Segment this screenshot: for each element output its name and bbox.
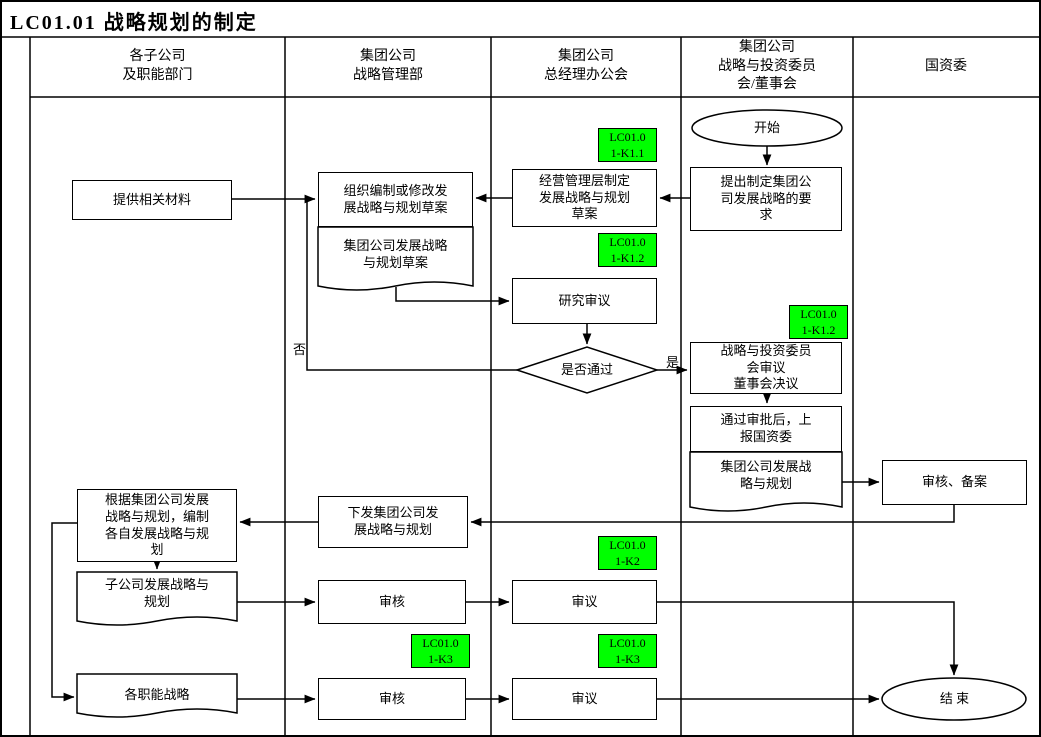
- control-label-k1-1: LC01.0 1-K1.1: [598, 128, 657, 162]
- node-deliberate-subsidiary: 审议: [512, 580, 657, 624]
- node-study-review: 研究审议: [512, 278, 657, 324]
- node-deliberate-functional: 审议: [512, 678, 657, 720]
- control-label-k2: LC01.0 1-K2: [598, 536, 657, 570]
- lane-header-strategy-dept: 集团公司 战略管理部: [353, 49, 423, 83]
- node-committee-review: 战略与投资委员 会审议 董事会决议: [690, 342, 842, 394]
- node-mgmt-draft: 经营管理层制定 发展战略与规划 草案: [512, 169, 657, 227]
- edge-label-no: 否: [293, 342, 307, 357]
- edge-label-yes: 是: [666, 355, 680, 370]
- node-propose-requirement: 提出制定集团公 司发展战略的要 求: [690, 167, 842, 231]
- start-oval: [691, 109, 843, 147]
- draft-document-shape: [317, 226, 474, 291]
- node-draft-document: 集团公司发展战略 与规划草案: [343, 237, 448, 270]
- connectors: [51, 146, 959, 704]
- subsidiary-document-shape: [76, 571, 238, 626]
- page-title: LC01.01 战略规划的制定: [10, 12, 258, 34]
- node-issue-strategy: 下发集团公司发 展战略与规划: [318, 496, 468, 548]
- control-label-k1-2-board: LC01.0 1-K1.2: [789, 305, 848, 339]
- node-formulate-own-strategy: 根据集团公司发展 战略与规划，编制 各自发展战略与规 划: [77, 489, 237, 562]
- node-start: 开始: [753, 119, 780, 135]
- node-organize-draft: 组织编制或修改发 展战略与规划草案: [318, 172, 473, 227]
- lane-header-committee-board: 集团公司 战略与投资委员 会/董事会: [718, 39, 816, 93]
- node-audit-filing: 审核、备案: [882, 460, 1027, 505]
- node-review-functional: 审核: [318, 678, 466, 720]
- strategy-document-shape: [689, 451, 843, 512]
- node-strategy-document: 集团公司发展战 略与规划: [720, 459, 812, 491]
- node-decision-passed: 是否通过: [560, 361, 613, 377]
- end-oval: [881, 677, 1027, 721]
- node-provide-materials: 提供相关材料: [72, 180, 232, 220]
- node-review-subsidiary: 审核: [318, 580, 466, 624]
- node-functional-document: 各职能战略: [124, 686, 190, 702]
- decision-diamond: [514, 346, 660, 394]
- node-subsidiary-document: 子公司发展战略与 规划: [104, 577, 209, 609]
- control-label-k3-review: LC01.0 1-K3: [411, 634, 470, 668]
- swimlane-grid: [2, 36, 1039, 735]
- control-label-k1-2: LC01.0 1-K1.2: [598, 233, 657, 267]
- control-label-k3-deliberate: LC01.0 1-K3: [598, 634, 657, 668]
- lane-header-gm-office: 集团公司 总经理办公会: [544, 49, 628, 83]
- shapes: [76, 109, 1027, 721]
- lane-header-sasac: 国资委: [925, 58, 967, 74]
- node-end: 结 束: [939, 690, 970, 706]
- node-report-sasac: 通过审批后，上 报国资委: [690, 406, 842, 452]
- functional-document-shape: [76, 673, 238, 718]
- lane-header-subsidiaries: 各子公司 及职能部门: [122, 49, 193, 83]
